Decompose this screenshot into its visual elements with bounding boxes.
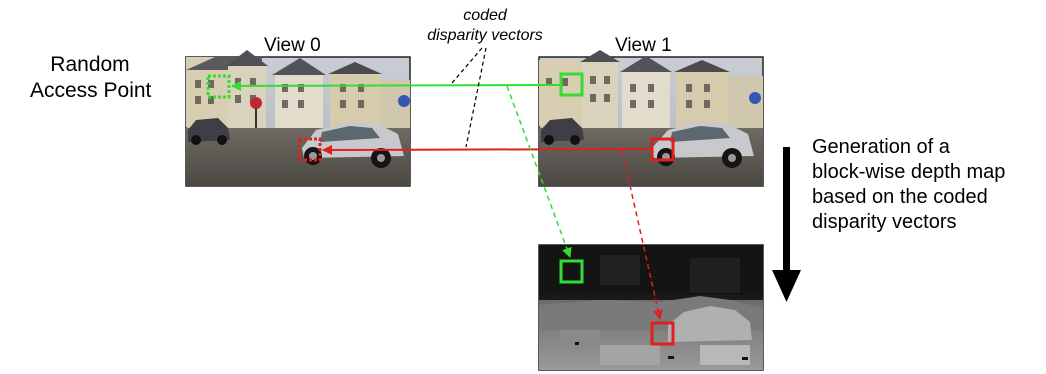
coded-disparity-vectors-label: coded disparity vectors [410, 6, 560, 46]
generation-line-1: Generation of a [812, 136, 950, 158]
view-0-image [185, 50, 411, 187]
depth-green-block [559, 259, 584, 284]
view-1-image [538, 50, 764, 187]
red-depth-arrow [621, 149, 663, 320]
green-depth-arrow [506, 85, 572, 258]
depth-red-block [650, 321, 675, 346]
view-0-label: View 0 [264, 35, 321, 56]
red-disparity-arrow [322, 144, 653, 155]
view-1-label: View 1 [615, 35, 672, 56]
view-1-green-block [559, 72, 584, 97]
view-0-green-block [206, 74, 231, 99]
coded-line-2: disparity vectors [427, 27, 543, 44]
annotation-line-red [465, 47, 487, 148]
view-0-red-block [297, 137, 322, 162]
generation-line-2: block-wise depth map [812, 161, 1006, 183]
generation-description: Generation of a block-wise depth map bas… [812, 135, 1005, 235]
random-access-point-label: Random Access Point [30, 52, 152, 104]
generation-arrow [772, 147, 801, 302]
green-disparity-arrow [231, 80, 562, 91]
generation-line-3: based on the coded [812, 186, 988, 208]
coded-line-1: coded [463, 7, 507, 24]
random-access-point-line-1: Random [50, 53, 130, 76]
random-access-point-line-2: Access Point [30, 79, 152, 102]
depth-map-image [538, 244, 764, 371]
generation-line-4: disparity vectors [812, 211, 957, 233]
annotation-line-green [451, 47, 483, 84]
